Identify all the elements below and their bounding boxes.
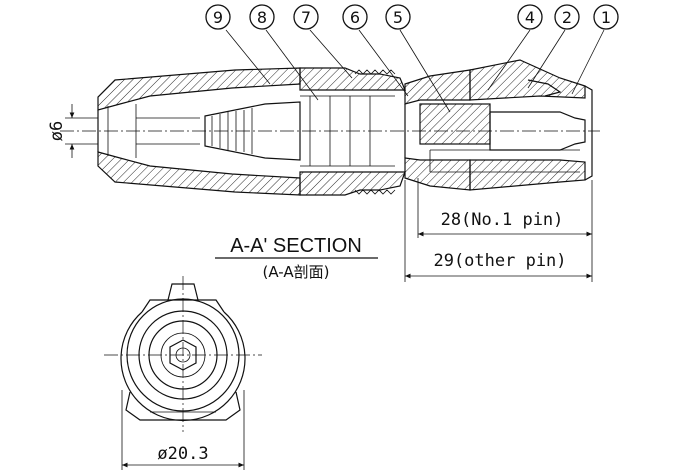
latch-tab: [167, 283, 199, 301]
callout-2: 2: [554, 4, 580, 30]
svg-text:6: 6: [350, 8, 360, 27]
insert-lower: [404, 157, 471, 191]
body-ring-2: [138, 310, 228, 400]
front-shell-lower: [469, 159, 586, 191]
svg-text:2: 2: [562, 8, 572, 27]
section-title: A-A' SECTION: [230, 235, 362, 257]
dim-dia-body: ø20.3: [157, 444, 208, 464]
svg-text:7: 7: [301, 8, 311, 27]
bore-ring: [160, 332, 206, 378]
boot-bore-lines: [107, 104, 200, 158]
svg-text:8: 8: [257, 8, 267, 27]
callout-1: 1: [593, 4, 619, 30]
body-ring-3: [148, 320, 218, 390]
svg-text:9: 9: [213, 8, 223, 27]
sleeve-lower-wall: [299, 171, 406, 196]
dim-len-no1-pin: 28(No.1 pin): [441, 210, 564, 230]
latch-spring: [527, 79, 562, 97]
collet-ribs: [211, 108, 253, 154]
leader-6: [358, 29, 409, 97]
dim-len-other-pin: 29(other pin): [433, 251, 566, 271]
svg-text:5: 5: [393, 8, 403, 27]
front-shell-upper: [469, 59, 586, 101]
leader-5: [399, 29, 451, 113]
sleeve-inner-lines: [300, 95, 395, 167]
leader-7: [309, 29, 353, 79]
leader-9: [225, 29, 271, 85]
thread-lower: [354, 189, 396, 195]
front-face: [584, 85, 593, 181]
center-hole: [175, 347, 191, 363]
body-top-edge: [141, 299, 225, 313]
section-subtitle: (A-A剖面): [263, 263, 330, 281]
lower-pin-outline: [429, 149, 580, 173]
callout-6: 6: [342, 4, 368, 30]
length-dimensions: [404, 178, 593, 282]
section-view: [60, 59, 600, 196]
insert-upper: [404, 69, 471, 105]
body-ring-1: [126, 298, 240, 412]
leader-1: [571, 29, 605, 95]
callouts: 9 8 7 6 5 4 2 1: [205, 4, 619, 113]
leader-2: [527, 29, 566, 89]
leader-4: [487, 29, 531, 91]
boot-upper-wall: [97, 67, 301, 111]
svg-text:4: 4: [525, 8, 535, 27]
center-hex: [169, 339, 197, 371]
collet-body: [204, 101, 301, 161]
sleeve-upper-wall: [299, 67, 406, 91]
dia-body-dimension: [121, 390, 245, 470]
callout-7: 7: [293, 4, 319, 30]
callout-8: 8: [249, 4, 275, 30]
thread-upper: [354, 69, 396, 75]
end-view: [104, 276, 262, 432]
callout-4: 4: [517, 4, 543, 30]
callout-9: 9: [205, 4, 231, 30]
contact-carrier: [419, 103, 491, 145]
svg-text:1: 1: [601, 8, 611, 27]
body-bottom-flat: [125, 391, 241, 421]
leader-8: [265, 29, 319, 101]
callout-5: 5: [385, 4, 411, 30]
dim-dia-small: ø6: [47, 121, 67, 141]
